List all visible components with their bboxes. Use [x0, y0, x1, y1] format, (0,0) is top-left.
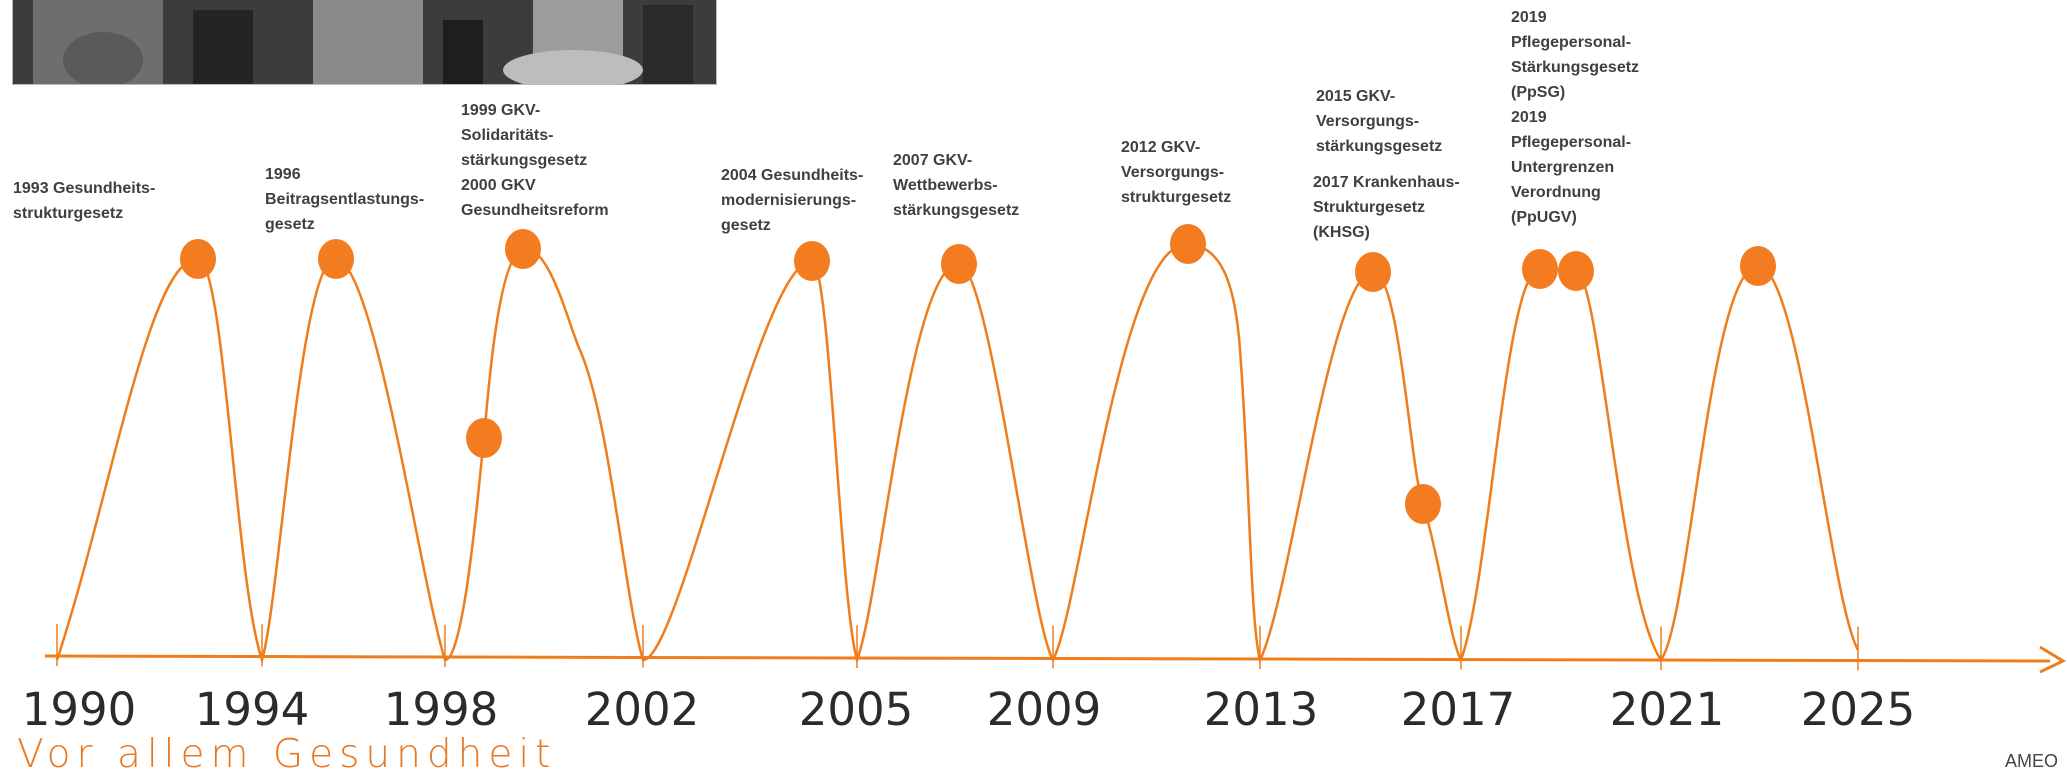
event-label: 1999 GKV- Solidaritäts- stärkungsgesetz …	[461, 102, 609, 219]
event-label: 2017 Krankenhaus- Strukturgesetz (KHSG)	[1313, 174, 1460, 241]
axis-arrow-icon	[2039, 645, 2067, 674]
event-marker	[505, 229, 541, 269]
event-label: 2012 GKV- Versorgungs- strukturgesetz	[1121, 139, 1232, 206]
event-label: 1996 Beitragsentlastungs- gesetz	[265, 166, 425, 233]
historical-photo	[12, 0, 717, 85]
event-marker	[1405, 484, 1441, 524]
event-label: 2015 GKV- Versorgungs- stärkungsgesetz	[1316, 88, 1443, 155]
year-tick-label: 2025	[1800, 683, 1916, 736]
year-tick-label: 2009	[986, 683, 1102, 736]
event-marker	[318, 239, 354, 279]
photo-shapes	[13, 0, 716, 84]
timeline-axis	[44, 654, 2051, 663]
event-marker	[794, 241, 830, 281]
event-label: 2019 Pflegepersonal- Stärkungsgesetz (Pp…	[1511, 9, 1640, 226]
event-marker	[1170, 224, 1206, 264]
event-marker	[1740, 246, 1776, 286]
event-marker	[180, 239, 216, 279]
year-tick-label: 2005	[798, 683, 914, 736]
event-label: 1993 Gesundheits- strukturgesetz	[13, 180, 156, 222]
year-tick-label: 1990	[21, 683, 137, 736]
year-tick-label: 1994	[194, 683, 310, 736]
event-label: 2007 GKV- Wettbewerbs- stärkungsgesetz	[893, 152, 1020, 219]
event-label: 2004 Gesundheits- modernisierungs- geset…	[721, 167, 864, 234]
timeline-wave	[55, 242, 1860, 665]
year-tick-label: 2017	[1400, 683, 1516, 736]
year-tick-label: 2021	[1609, 683, 1725, 736]
slogan-text: Vor allem Gesundheit	[17, 732, 557, 777]
year-tick-label: 2013	[1203, 683, 1319, 736]
event-marker	[1355, 252, 1391, 292]
event-marker	[941, 244, 977, 284]
brand-footer: AMEO	[2005, 751, 2059, 771]
event-marker	[1558, 251, 1594, 291]
event-marker	[466, 418, 502, 458]
year-tick-label: 2002	[584, 683, 700, 736]
year-tick-label: 1998	[383, 683, 499, 736]
event-marker	[1522, 249, 1558, 289]
